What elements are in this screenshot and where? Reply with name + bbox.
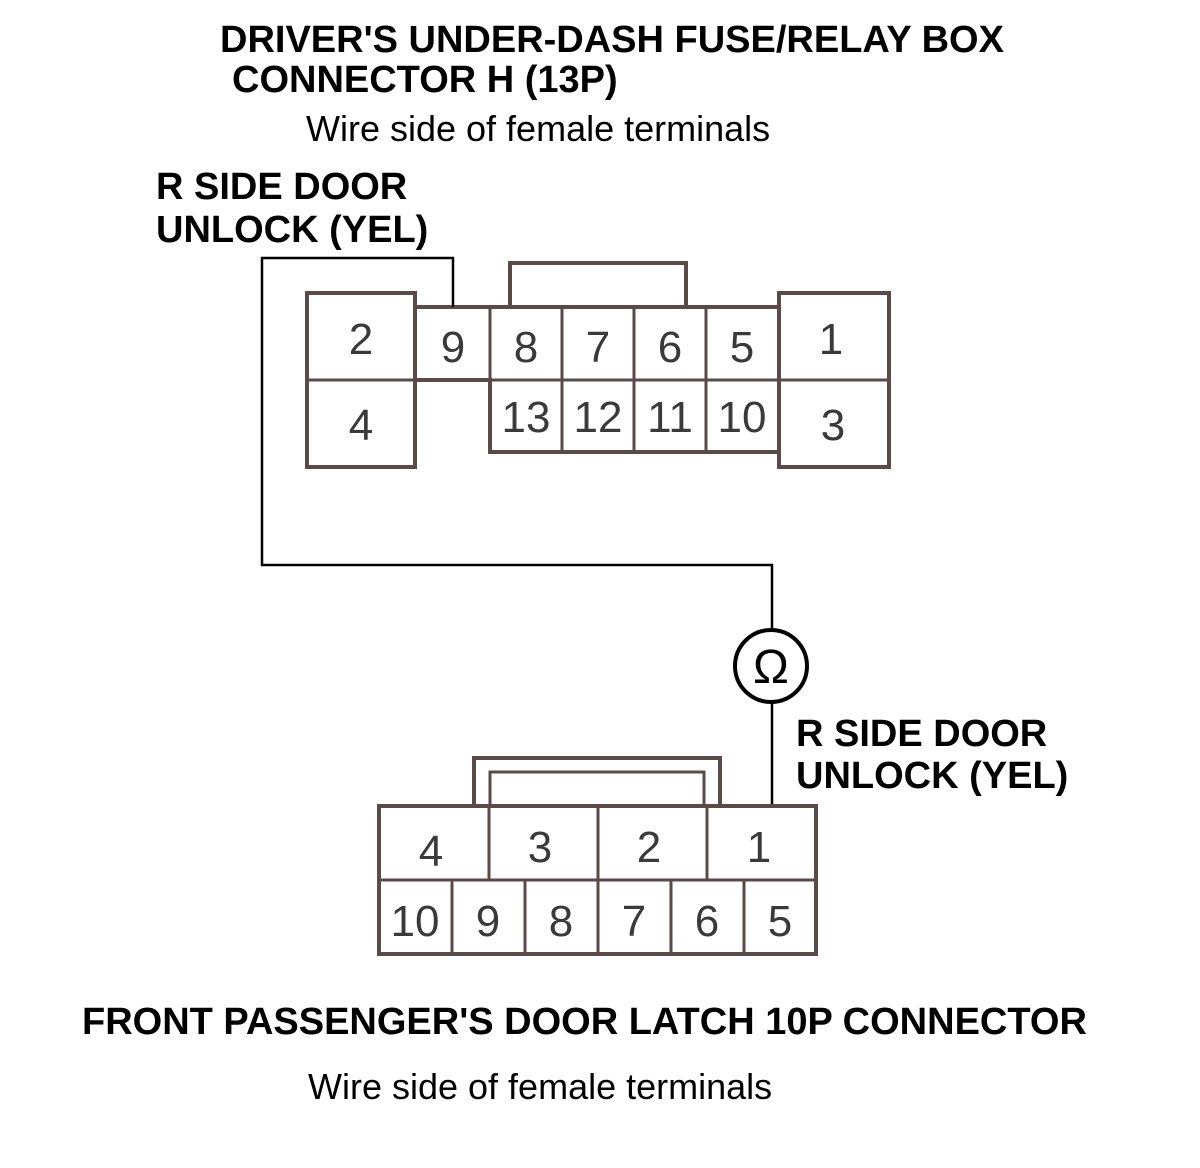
connector-h-title-line1: DRIVER'S UNDER-DASH FUSE/RELAY BOX xyxy=(220,19,1005,61)
latch-terminal-1: 1 xyxy=(747,823,771,872)
connector-h-title-line2: CONNECTOR H (13P) xyxy=(232,59,618,101)
latch-wire-label-line2: UNLOCK (YEL) xyxy=(796,755,1068,797)
latch-connector-subtitle: Wire side of female terminals xyxy=(308,1066,772,1107)
latch-terminal-6: 6 xyxy=(695,897,719,946)
connector-h-13p: 2 4 9 8 7 6 5 1 13 12 11 10 3 xyxy=(305,261,891,469)
connector-h-terminal-4: 4 xyxy=(349,401,373,450)
connector-h-terminal-5: 5 xyxy=(730,323,754,372)
connector-h-terminal-12: 12 xyxy=(574,393,623,442)
connector-h-subtitle: Wire side of female terminals xyxy=(306,108,770,149)
ohmmeter-icon: Ω xyxy=(733,628,809,704)
connector-h-terminal-3: 3 xyxy=(821,401,845,450)
latch-connector-title: FRONT PASSENGER'S DOOR LATCH 10P CONNECT… xyxy=(82,1001,1087,1043)
latch-terminal-2: 2 xyxy=(637,823,661,872)
latch-terminal-5: 5 xyxy=(768,897,792,946)
latch-terminal-7: 7 xyxy=(622,897,646,946)
connector-h-terminal-13: 13 xyxy=(502,393,551,442)
latch-terminal-8: 8 xyxy=(549,897,573,946)
latch-wire-label-line1: R SIDE DOOR xyxy=(796,713,1047,755)
connector-h-terminal-8: 8 xyxy=(514,323,538,372)
ohm-symbol: Ω xyxy=(753,641,789,694)
connector-h-wire-label-line1: R SIDE DOOR xyxy=(156,166,407,208)
latch-terminal-10: 10 xyxy=(391,897,440,946)
connector-h-terminal-9: 9 xyxy=(441,323,465,372)
latch-terminal-9: 9 xyxy=(476,897,500,946)
latch-terminal-4: 4 xyxy=(419,827,443,876)
connector-h-terminal-11: 11 xyxy=(647,393,693,442)
connector-h-terminal-2: 2 xyxy=(349,315,373,364)
latch-connector-10p: 4 3 2 1 10 9 8 7 6 5 xyxy=(377,756,818,956)
connector-h-latch xyxy=(508,261,688,309)
test-lead-upper xyxy=(260,256,774,641)
connector-h-terminal-7: 7 xyxy=(586,323,610,372)
connector-h-wire-label-line2: UNLOCK (YEL) xyxy=(156,209,428,251)
connector-h-terminal-6: 6 xyxy=(658,323,682,372)
latch-terminal-3: 3 xyxy=(528,823,552,872)
connector-h-terminal-10: 10 xyxy=(718,393,767,442)
connector-h-terminal-1: 1 xyxy=(819,315,843,364)
